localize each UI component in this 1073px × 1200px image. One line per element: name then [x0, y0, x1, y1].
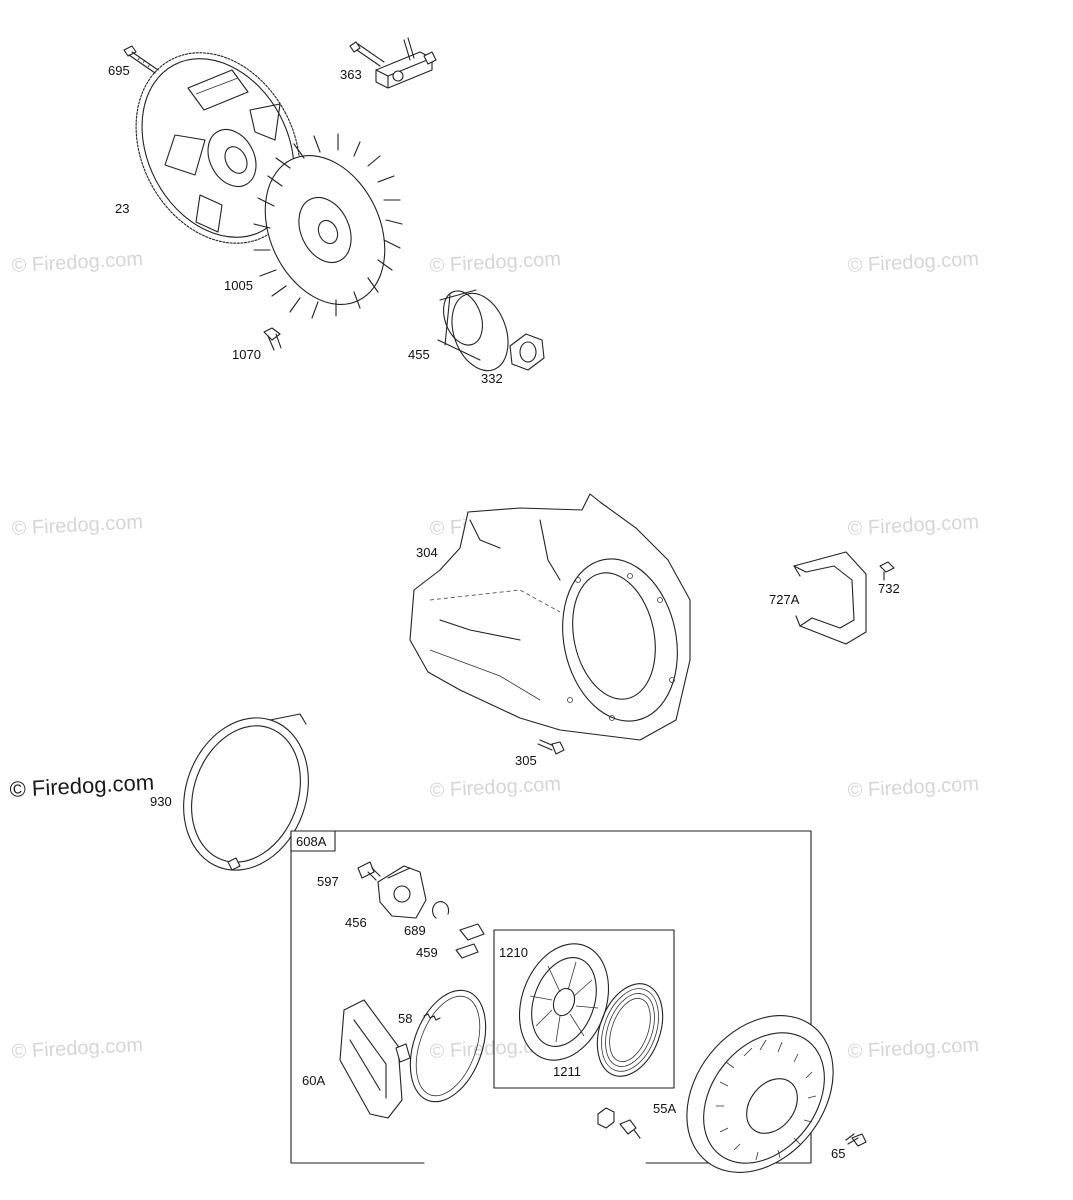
callout-363: 363	[340, 67, 362, 82]
callout-930: 930	[150, 794, 172, 809]
watermark: © Firedog.com	[429, 248, 561, 277]
part-332-nut	[509, 333, 545, 371]
watermark: © Firedog.com	[11, 511, 143, 540]
part-nut-screw	[597, 1107, 641, 1139]
watermark: © Firedog.com	[11, 1034, 143, 1063]
callout-labels: 695 363 23 1005 1070 455 332 304 727A 73…	[108, 63, 900, 1161]
part-1211-spring	[596, 983, 664, 1077]
part-1210-pulley	[518, 943, 610, 1061]
part-65-screw	[845, 1133, 867, 1147]
watermark: © Firedog.com	[11, 248, 143, 277]
callout-732: 732	[878, 581, 900, 596]
part-695-bolt	[123, 45, 159, 74]
callout-304: 304	[416, 545, 438, 560]
part-455-cup	[437, 289, 509, 372]
callout-60a: 60A	[302, 1073, 325, 1088]
part-363-bracket	[349, 37, 437, 89]
callout-689: 689	[404, 923, 426, 938]
part-727a-bracket	[793, 551, 867, 645]
part-60a-handle	[339, 999, 411, 1119]
part-305-bolt	[537, 739, 565, 755]
part-58-rope	[409, 989, 487, 1103]
callout-332: 332	[481, 371, 503, 386]
callout-1210: 1210	[499, 945, 528, 960]
callout-459: 459	[416, 945, 438, 960]
part-23-flywheel	[135, 52, 301, 244]
watermark: © Firedog.com	[847, 1034, 979, 1063]
watermark: © Firedog.com	[429, 773, 561, 802]
callout-305: 305	[515, 753, 537, 768]
watermark: © Firedog.com	[847, 773, 979, 802]
watermark: © Firedog.com	[847, 511, 979, 540]
callout-597: 597	[317, 874, 339, 889]
part-459-pawl	[455, 923, 485, 959]
callout-727a: 727A	[769, 592, 800, 607]
part-689-ring	[432, 901, 450, 919]
callout-23: 23	[115, 201, 129, 216]
callout-455: 455	[408, 347, 430, 362]
assembly-608a-frame	[290, 830, 812, 1164]
watermark-prominent: © Firedog.com	[9, 769, 155, 802]
part-930-band	[183, 713, 309, 871]
callout-1070: 1070	[232, 347, 261, 362]
part-732-screw	[879, 561, 895, 581]
callout-608a: 608A	[296, 834, 327, 849]
part-597-pin	[357, 861, 381, 881]
callout-58: 58	[398, 1011, 412, 1026]
callout-55a: 55A	[653, 1101, 676, 1116]
callout-1005: 1005	[224, 278, 253, 293]
part-1070-screw	[263, 327, 282, 351]
part-55a-housing	[686, 1015, 834, 1173]
part-1005-fan	[253, 133, 403, 319]
watermark: © Firedog.com	[847, 248, 979, 277]
callout-695: 695	[108, 63, 130, 78]
part-304-blower-housing	[409, 493, 691, 741]
callout-456: 456	[345, 915, 367, 930]
callout-65: 65	[831, 1146, 845, 1161]
part-456-cam	[377, 865, 427, 919]
callout-1211: 1211	[553, 1064, 581, 1079]
